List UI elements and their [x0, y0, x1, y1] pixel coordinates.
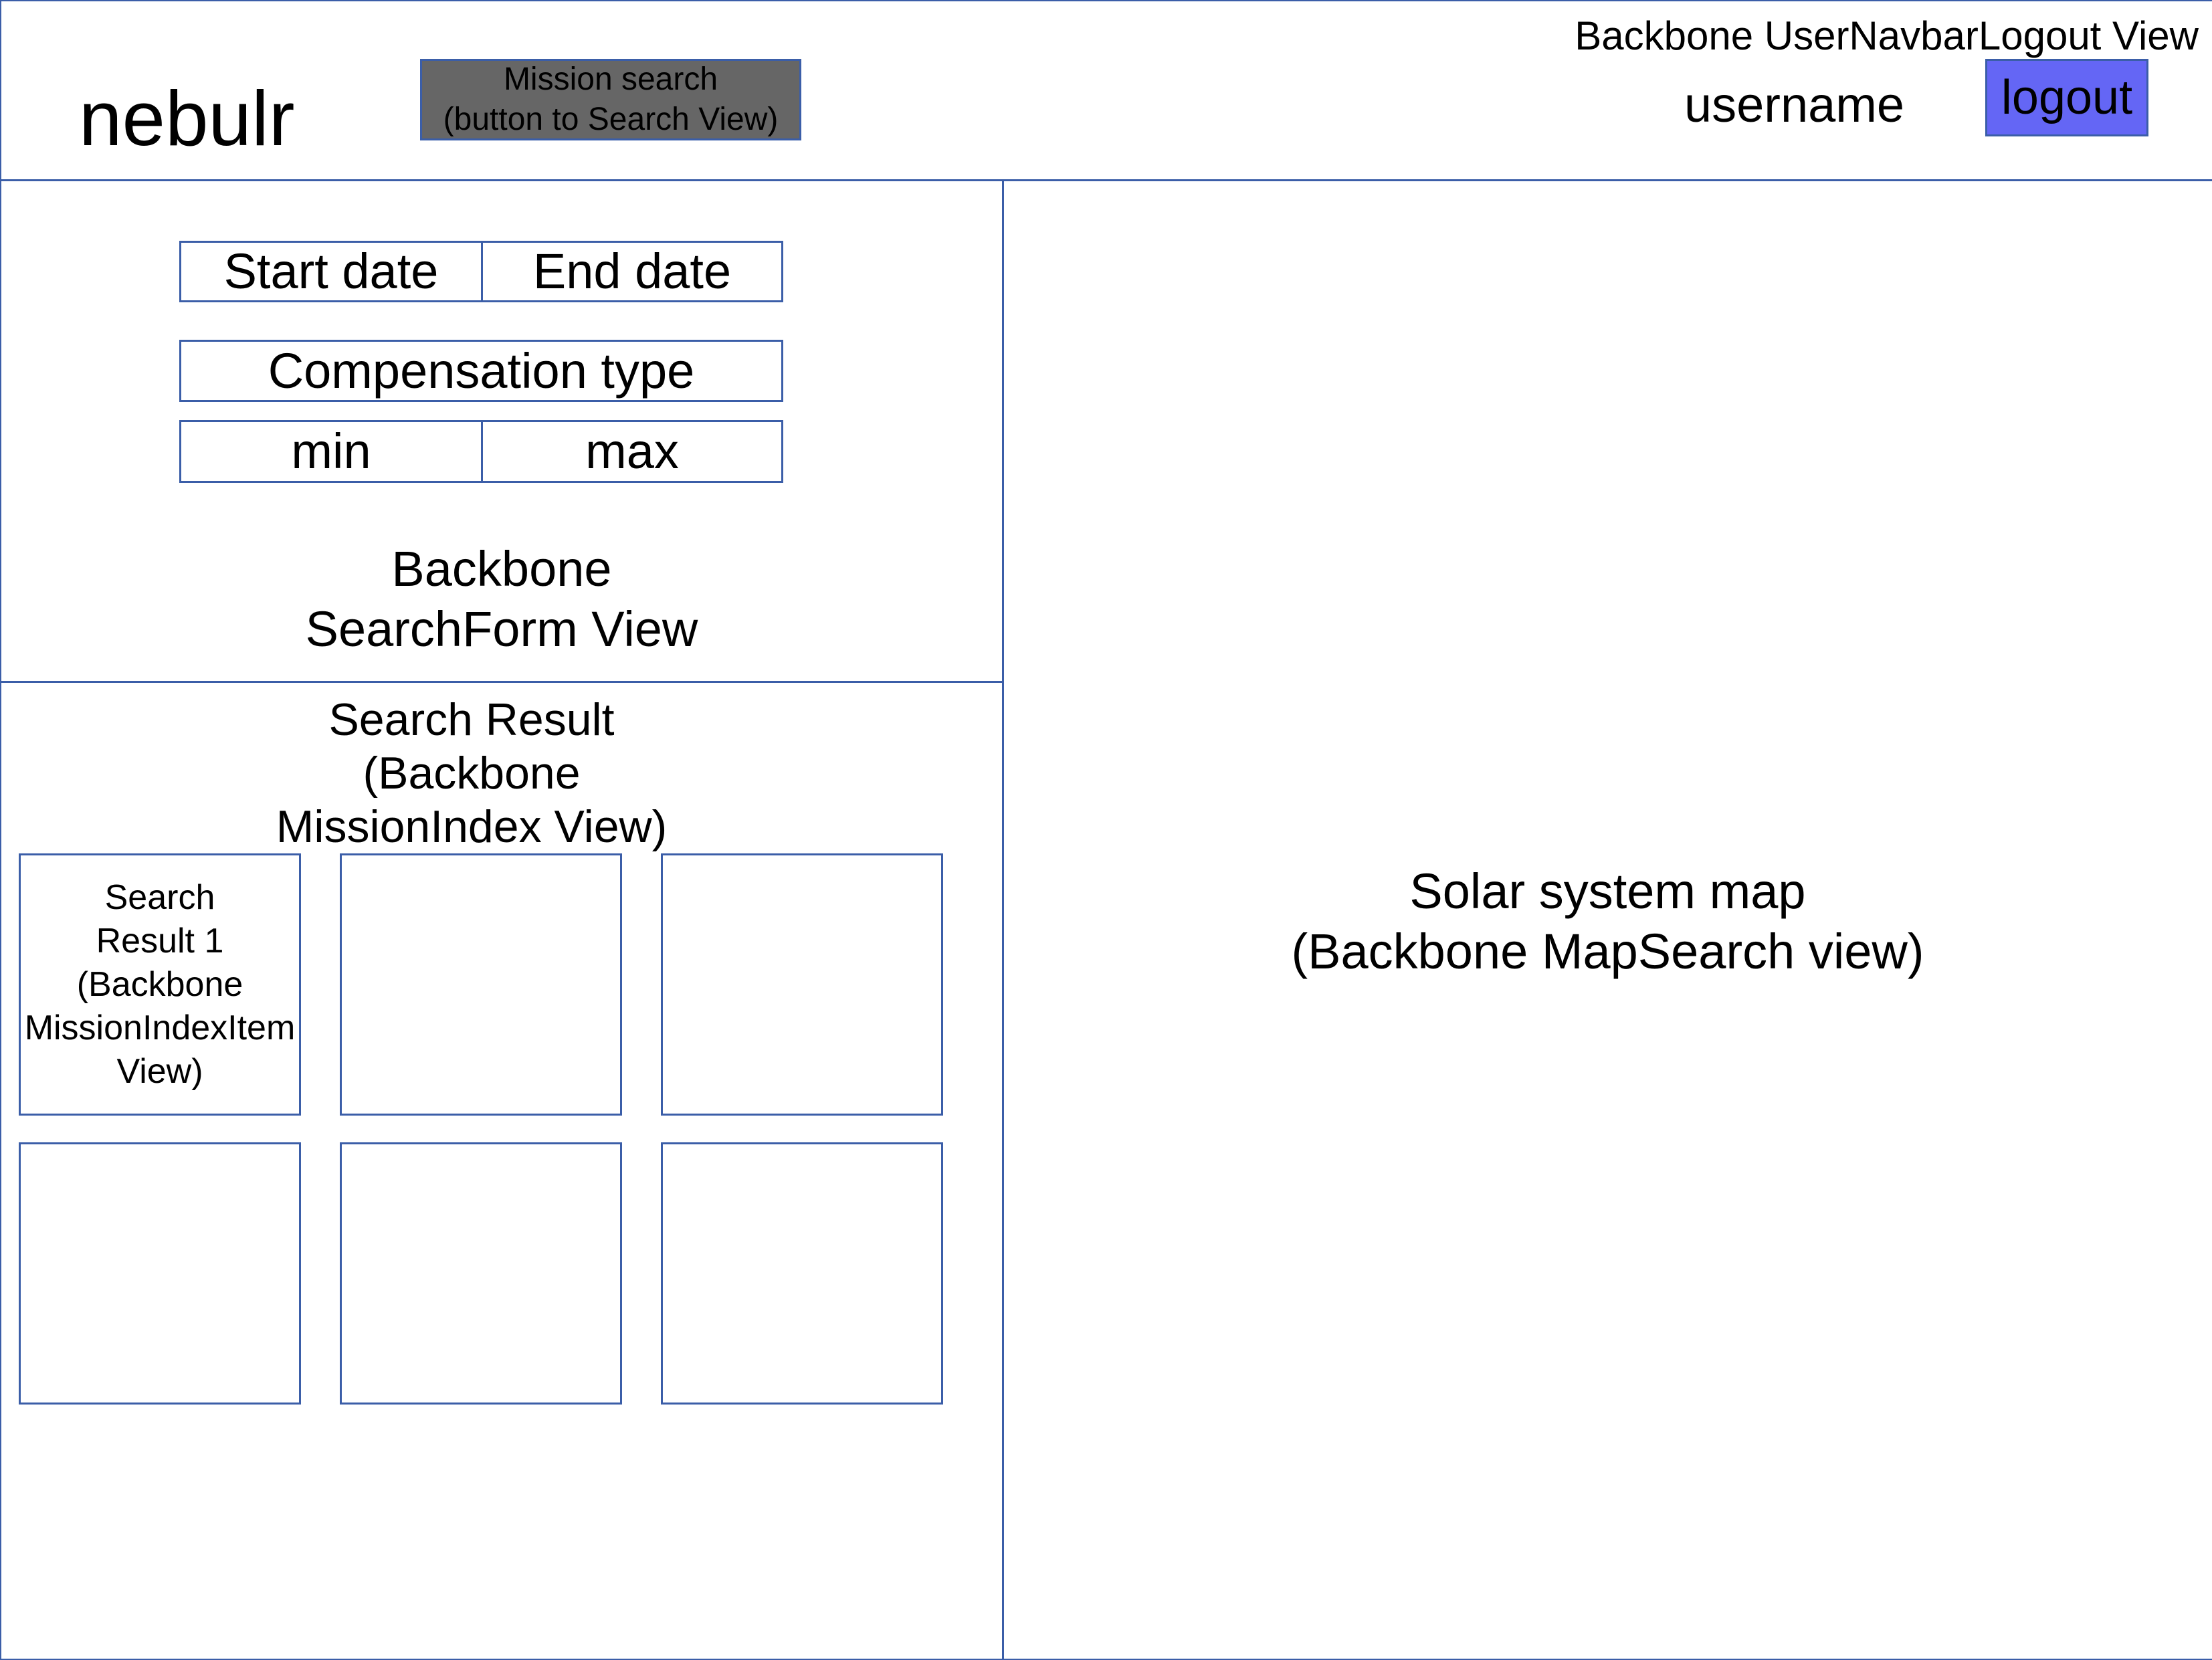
solar-system-map[interactable]: Solar system map (Backbone MapSearch vie…: [1005, 182, 2211, 1657]
search-form-view-label-line1: Backbone: [391, 541, 612, 597]
app-logo: nebulr: [79, 75, 295, 162]
search-result-card-line: MissionIndexItem: [24, 1008, 296, 1047]
logout-button[interactable]: logout: [1985, 59, 2148, 136]
end-date-field[interactable]: End date: [481, 241, 783, 302]
form-results-divider: [0, 681, 1003, 683]
search-form-view-label-line2: SearchForm View: [305, 601, 698, 657]
search-results-header-line1: Search Result: [328, 694, 615, 745]
username-label: username: [1684, 77, 1905, 132]
user-navbar-view-label: Backbone UserNavbarLogout View: [1575, 13, 2199, 58]
search-result-card-2[interactable]: [340, 853, 622, 1116]
mission-search-button-label: Mission search: [503, 62, 718, 97]
map-view-label-line1: Solar system map: [1409, 863, 1806, 919]
search-result-card-4[interactable]: [19, 1142, 301, 1405]
search-results-header: Search Result (Backbone MissionIndex Vie…: [0, 693, 943, 853]
compensation-type-field[interactable]: Compensation type: [179, 340, 783, 402]
map-view-label-line2: (Backbone MapSearch view): [1291, 924, 1924, 979]
search-result-card-6[interactable]: [661, 1142, 943, 1405]
header-divider: [0, 179, 2212, 181]
panel-divider: [1002, 179, 1004, 1659]
mission-search-button[interactable]: Mission search (button to Search View): [420, 59, 801, 140]
search-results-header-line2: (Backbone: [363, 748, 581, 799]
search-result-card-line: Result 1: [96, 921, 224, 960]
search-result-card-1[interactable]: Search Result 1 (Backbone MissionIndexIt…: [19, 853, 301, 1116]
start-date-field[interactable]: Start date: [179, 241, 483, 302]
search-result-card-5[interactable]: [340, 1142, 622, 1405]
search-form-view-label: Backbone SearchForm View: [0, 539, 1003, 659]
search-results-header-line3: MissionIndex View): [276, 801, 668, 852]
search-result-card-line: View): [116, 1051, 203, 1091]
search-result-card-line: (Backbone: [76, 964, 243, 1004]
mission-search-button-sublabel: (button to Search View): [443, 102, 779, 137]
map-view-label: Solar system map (Backbone MapSearch vie…: [1005, 861, 2211, 982]
search-result-card-line: Search: [104, 877, 215, 917]
search-result-card-3[interactable]: [661, 853, 943, 1116]
max-field[interactable]: max: [481, 420, 783, 483]
min-field[interactable]: min: [179, 420, 483, 483]
